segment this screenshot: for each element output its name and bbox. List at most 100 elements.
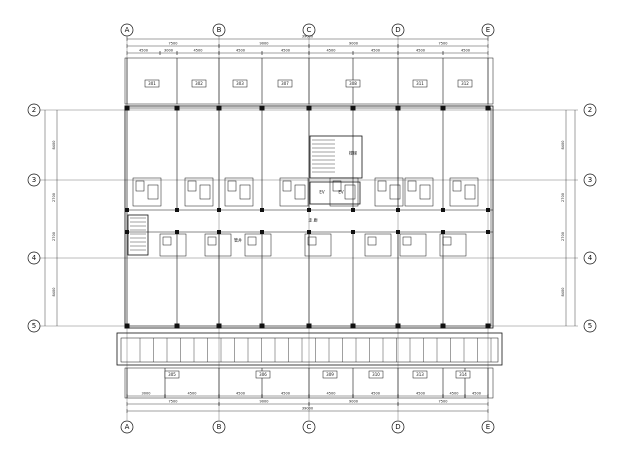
room-tag-bottom: 314 xyxy=(459,372,467,377)
room-tag-box xyxy=(412,79,428,88)
bottom-sub-dim: 3000 xyxy=(142,392,151,396)
column xyxy=(174,105,180,111)
axis-bubble-bottom-e-circle xyxy=(481,420,495,434)
top-sub-dim: 4500 xyxy=(236,49,245,53)
column xyxy=(307,208,311,212)
corridor-label: 走 廊 xyxy=(308,217,317,223)
axis-bubble-left-3-circle xyxy=(27,173,41,187)
bathroom-block xyxy=(132,177,162,207)
axis-bubble-right-3: 3 xyxy=(588,176,592,184)
axis-bubble-left-3: 3 xyxy=(32,176,36,184)
axis-bubble-top-b: B xyxy=(217,26,222,34)
top-bay-dim: 7500 xyxy=(169,42,178,46)
axis-bubble-bottom-b-circle xyxy=(212,420,226,434)
left-dim: 8400 xyxy=(52,141,56,150)
left-dim: 2700 xyxy=(52,193,56,202)
room-tag-bottom: 310 xyxy=(372,372,380,377)
column xyxy=(350,323,356,329)
balcony-strip xyxy=(116,332,503,366)
axis-bubble-right-5: 5 xyxy=(588,322,592,330)
axis-bubble-top-c-circle xyxy=(302,23,316,37)
bottom-sub-dim: 4500 xyxy=(416,392,425,396)
top-bay-dim: 7500 xyxy=(439,42,448,46)
bathroom-block xyxy=(159,233,187,257)
bottom-bay-dim: 9000 xyxy=(349,400,358,404)
axis-bubble-left-5: 5 xyxy=(32,322,36,330)
column xyxy=(125,208,129,212)
room-tag-top: 312 xyxy=(461,81,469,86)
toilet-fixture xyxy=(227,180,237,192)
toilet-fixture xyxy=(377,180,387,192)
axis-bubble-bottom-d: D xyxy=(395,423,400,431)
structural-columns xyxy=(124,105,491,329)
column xyxy=(307,230,311,234)
column xyxy=(396,208,400,212)
tub-fixture xyxy=(389,184,401,200)
column xyxy=(395,105,401,111)
column xyxy=(259,105,265,111)
toilet-fixture xyxy=(307,236,317,246)
column xyxy=(124,323,130,329)
room-tag-bottom: 306 xyxy=(259,372,267,377)
room-tag-box xyxy=(191,79,207,88)
bottom-bay-dim: 7500 xyxy=(169,400,178,404)
axis-bubble-bottom-c-circle xyxy=(302,420,316,434)
axis-bubble-top-e: E xyxy=(486,26,490,34)
top-sub-dim: 4500 xyxy=(461,49,470,53)
column xyxy=(260,208,264,212)
room-tag-top: 308 xyxy=(349,81,357,86)
top-bay-dim: 9000 xyxy=(260,42,269,46)
toilet-fixture xyxy=(207,236,217,246)
toilet-fixture xyxy=(442,236,452,246)
room-tag-box xyxy=(345,79,361,88)
axis-bubble-bottom-b: B xyxy=(217,423,222,431)
column xyxy=(485,105,491,111)
toilet-fixture xyxy=(402,236,412,246)
axis-bubble-top-d-circle xyxy=(391,23,405,37)
room-tag-top: 307 xyxy=(281,81,289,86)
column xyxy=(306,323,312,329)
toilet-fixture xyxy=(162,236,172,246)
bottom-sub-dim: 4500 xyxy=(371,392,380,396)
top-sub-dim: 4500 xyxy=(194,49,203,53)
axis-bubble-bottom-d-circle xyxy=(391,420,405,434)
dimension-lines: 39000 7500 9000 9000 7500 4500 3000 4500 4500 450… xyxy=(44,35,576,413)
bathroom-block xyxy=(364,233,392,257)
axis-bubble-top-c: C xyxy=(307,26,312,34)
bottom-sub-dim: 4500 xyxy=(236,392,245,396)
column xyxy=(217,230,221,234)
bottom-sub-dim: 4500 xyxy=(472,392,481,396)
bathroom-block xyxy=(399,233,427,257)
room-tag-box xyxy=(232,79,248,88)
axis-bubble-left-2: 2 xyxy=(32,106,36,114)
room-partitions xyxy=(126,58,492,398)
bathroom-block xyxy=(224,177,254,207)
bottom-bay-dim: 7500 xyxy=(439,400,448,404)
room-tag-box xyxy=(144,79,160,88)
room-tag-box xyxy=(255,370,271,379)
axis-bubble-right-2-circle xyxy=(583,103,597,117)
bottom-sub-dim: 4500 xyxy=(327,392,336,396)
bathroom-block xyxy=(404,177,434,207)
axis-bubble-bottom-a: A xyxy=(125,423,130,431)
right-dim: 2700 xyxy=(561,193,565,202)
column xyxy=(175,208,179,212)
column xyxy=(351,208,355,212)
toilet-fixture xyxy=(367,236,377,246)
bathroom-block xyxy=(279,177,309,207)
tub-fixture xyxy=(294,184,306,200)
column xyxy=(440,323,446,329)
room-tag-bottom: 313 xyxy=(416,372,424,377)
top-overall-dim: 39000 xyxy=(302,35,313,39)
elevator-label-1: EV xyxy=(319,190,325,195)
left-stair xyxy=(127,214,149,256)
column xyxy=(396,230,400,234)
axis-bubble-left-4: 4 xyxy=(32,254,37,262)
right-dim: 8400 xyxy=(561,141,565,150)
room-tag-top: 301 xyxy=(148,81,156,86)
column xyxy=(260,230,264,234)
axis-bubble-right-5-circle xyxy=(583,319,597,333)
top-sub-dim: 4500 xyxy=(327,49,336,53)
